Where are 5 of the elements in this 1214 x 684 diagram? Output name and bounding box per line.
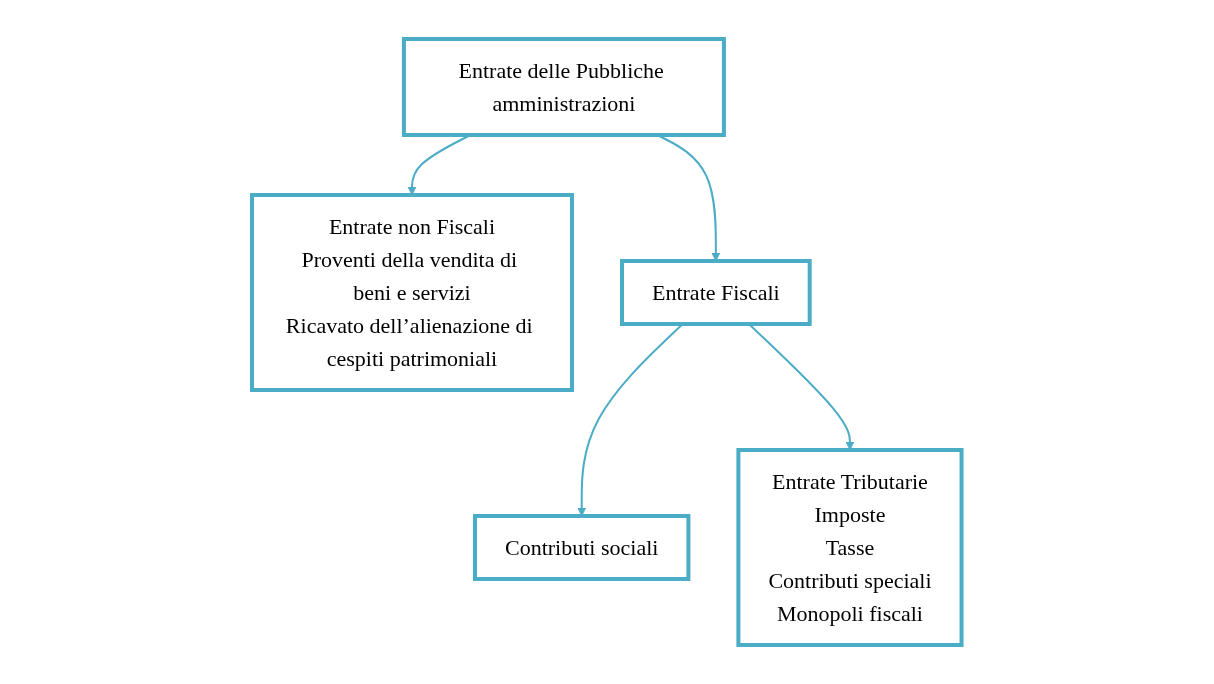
node-box: Entrate Tributarie Imposte Tasse Contributi speciali Monopoli fiscali (736, 448, 964, 647)
node-box: Entrate delle Pubbliche amministrazioni (402, 37, 727, 137)
node-box: Entrate non Fiscali Proventi della vendita di beni e servizi Ricavato dell’alienazione di cespiti patrimoniali (250, 193, 575, 392)
node-box: Contributi sociali (473, 514, 691, 581)
node-box: Entrate Fiscali (620, 259, 812, 326)
